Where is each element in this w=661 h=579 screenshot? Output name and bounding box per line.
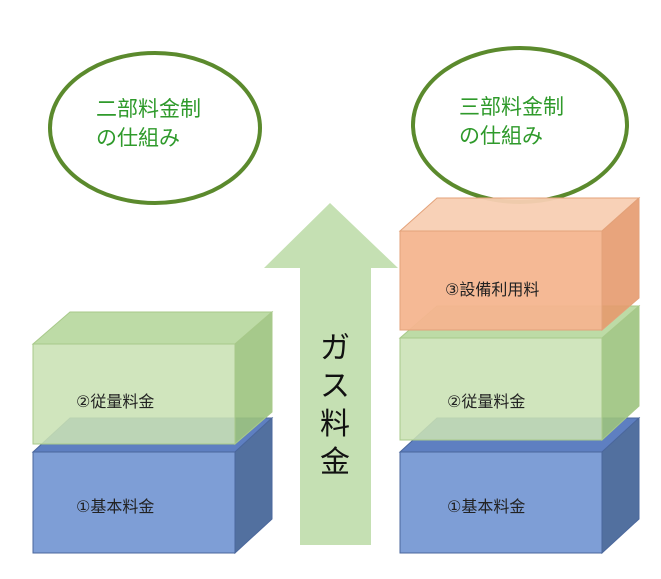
- right-title-line1: 三部料金制: [459, 95, 564, 119]
- arrow-label-char: 金: [320, 445, 350, 480]
- arrow-label-char: ガ: [320, 331, 350, 366]
- left-usage-charge-label: ②従量料金: [76, 392, 155, 411]
- right-basic-charge-label: ①基本料金: [447, 497, 526, 516]
- arrow-label: ガ ス 料 金: [315, 330, 355, 482]
- left-title-line1: 二部料金制: [96, 97, 201, 121]
- left-title: 二部料金制 の仕組み: [96, 95, 201, 153]
- left-title-line2: の仕組み: [96, 126, 180, 150]
- right-title: 三部料金制 の仕組み: [459, 93, 564, 151]
- right-facility-charge-block: [398, 196, 641, 332]
- left-basic-charge-label: ①基本料金: [76, 497, 155, 516]
- arrow-label-char: ス: [320, 369, 350, 404]
- right-facility-charge-label: ③設備利用料: [445, 280, 540, 299]
- left-usage-charge-block: [31, 310, 274, 446]
- arrow-label-char: 料: [320, 407, 350, 442]
- right-usage-charge-label: ②従量料金: [447, 392, 526, 411]
- left-title-ellipse: [48, 51, 262, 205]
- upward-arrow: [264, 203, 398, 545]
- right-title-line2: の仕組み: [459, 124, 543, 148]
